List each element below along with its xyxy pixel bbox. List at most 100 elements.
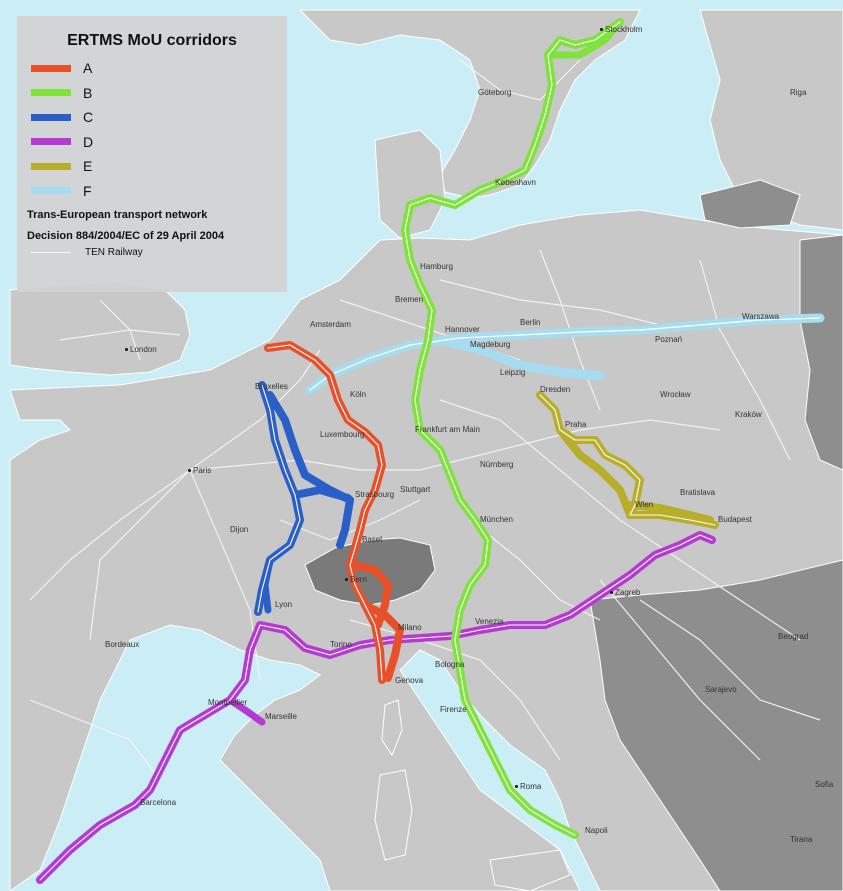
city-label: Leipzig	[500, 368, 526, 377]
city-label: Paris	[188, 466, 211, 475]
rail-line	[599, 579, 761, 761]
city-label: Tirana	[790, 835, 813, 844]
city-label: Stockholm	[600, 25, 642, 34]
city-label: Amsterdam	[310, 320, 351, 329]
city-label: Dresden	[540, 385, 571, 394]
rail-line	[459, 59, 581, 101]
land-denmark	[374, 129, 446, 239]
legend-swatch-f	[31, 187, 71, 195]
city-label: Hamburg	[420, 262, 453, 271]
legend-label-a: A	[83, 60, 93, 77]
rail-line	[619, 519, 801, 641]
land-sicily	[489, 849, 571, 891]
legend-swatch-a	[31, 64, 71, 72]
rail-line	[29, 699, 161, 781]
city-label: Riga	[790, 88, 807, 97]
legend-label-b: B	[83, 84, 93, 101]
rail-line	[29, 469, 191, 601]
corridor-a-route	[361, 601, 404, 682]
city-label: Göteborg	[478, 88, 512, 97]
corridor-f-center	[309, 317, 821, 391]
city-label: Bremen	[395, 295, 424, 304]
corridor-c	[254, 381, 354, 616]
legend-label-e: E	[83, 158, 93, 175]
city-label: Sofia	[815, 780, 834, 789]
legend-item-e: E	[27, 154, 277, 179]
rail-line	[89, 469, 191, 641]
corridor-e-route	[556, 426, 634, 519]
corridor-a	[264, 341, 404, 684]
city-label: Wrocław	[660, 390, 691, 399]
city-label: Torino	[330, 640, 352, 649]
city-label: Budapest	[718, 515, 752, 524]
land-east	[799, 234, 843, 471]
city-label: Dijon	[230, 525, 249, 534]
city-label: Bratislava	[680, 488, 716, 497]
legend-label-f: F	[83, 182, 92, 199]
city-label: Montpellier	[208, 698, 248, 707]
corridor-d-route	[226, 696, 266, 726]
city-label: Nürnberg	[480, 460, 514, 469]
rail-line	[439, 399, 621, 521]
city-label: Napoli	[585, 826, 608, 835]
city-label: London	[125, 345, 157, 354]
legend-swatch-b	[31, 89, 71, 97]
rail-line	[639, 599, 821, 721]
legend-item-d: D	[27, 130, 277, 155]
corridor-f	[305, 313, 825, 395]
legend-swatch-d	[31, 138, 71, 146]
city-label: Lyon	[275, 600, 293, 609]
rail-line	[699, 259, 791, 461]
city-label: München	[480, 515, 513, 524]
city-label: Berlin	[520, 318, 541, 327]
city-label: Zagreb	[610, 588, 640, 597]
city-label: Kraków	[735, 410, 762, 419]
city-label: Stuttgart	[400, 485, 431, 494]
corridor-f-route	[435, 335, 605, 381]
city-label: Barcelona	[140, 798, 177, 807]
city-label: Beograd	[778, 632, 809, 641]
land-corsica	[381, 699, 403, 757]
corridor-c-center	[257, 384, 301, 613]
rail-line	[419, 419, 721, 471]
legend-ten-railway: TEN Railway	[27, 247, 277, 258]
corridor-e-center	[539, 394, 716, 526]
city-label: Milano	[398, 623, 422, 632]
land-great-britain	[9, 281, 191, 376]
legend-item-a: A	[27, 56, 277, 81]
city-label: Magdeburg	[470, 340, 511, 349]
city-label: Hannover	[445, 325, 480, 334]
corridor-a-center	[267, 344, 383, 681]
legend-ten-label: TEN Railway	[85, 247, 143, 258]
legend-label-d: D	[83, 133, 94, 150]
legend-swatch-c	[31, 113, 71, 121]
city-label: Bern	[345, 575, 367, 584]
city-label: Sarajevo	[705, 685, 737, 694]
corridor-e-route	[626, 501, 714, 524]
legend-item-b: B	[27, 81, 277, 106]
legend-label-c: C	[83, 109, 94, 126]
legend-item-f: F	[27, 179, 277, 204]
city-label: Bruxelles	[255, 382, 288, 391]
city-label: Warszawa	[742, 312, 780, 321]
land-belarus	[699, 179, 801, 229]
rail-line	[279, 499, 421, 541]
city-label: Frankfurt am Main	[415, 425, 480, 434]
rail-line	[189, 349, 321, 471]
city-label: Wien	[635, 500, 654, 509]
legend-decision: Decision 884/2004/EC of 29 April 2004	[27, 230, 225, 242]
city-label: Firenze	[440, 705, 467, 714]
city-label: Praha	[565, 420, 587, 429]
city-label: Köln	[350, 390, 367, 399]
city-label: Poznań	[655, 335, 683, 344]
city-label: Strasbourg	[355, 490, 395, 499]
city-label: Bordeaux	[105, 640, 140, 649]
city-label: Roma	[515, 782, 541, 791]
city-label: Venezia	[475, 617, 504, 626]
legend-network-title: Trans-European transport network	[27, 209, 208, 221]
city-label: København	[495, 178, 536, 187]
city-label: Basel	[362, 535, 383, 544]
corridor-c-route	[291, 486, 352, 502]
